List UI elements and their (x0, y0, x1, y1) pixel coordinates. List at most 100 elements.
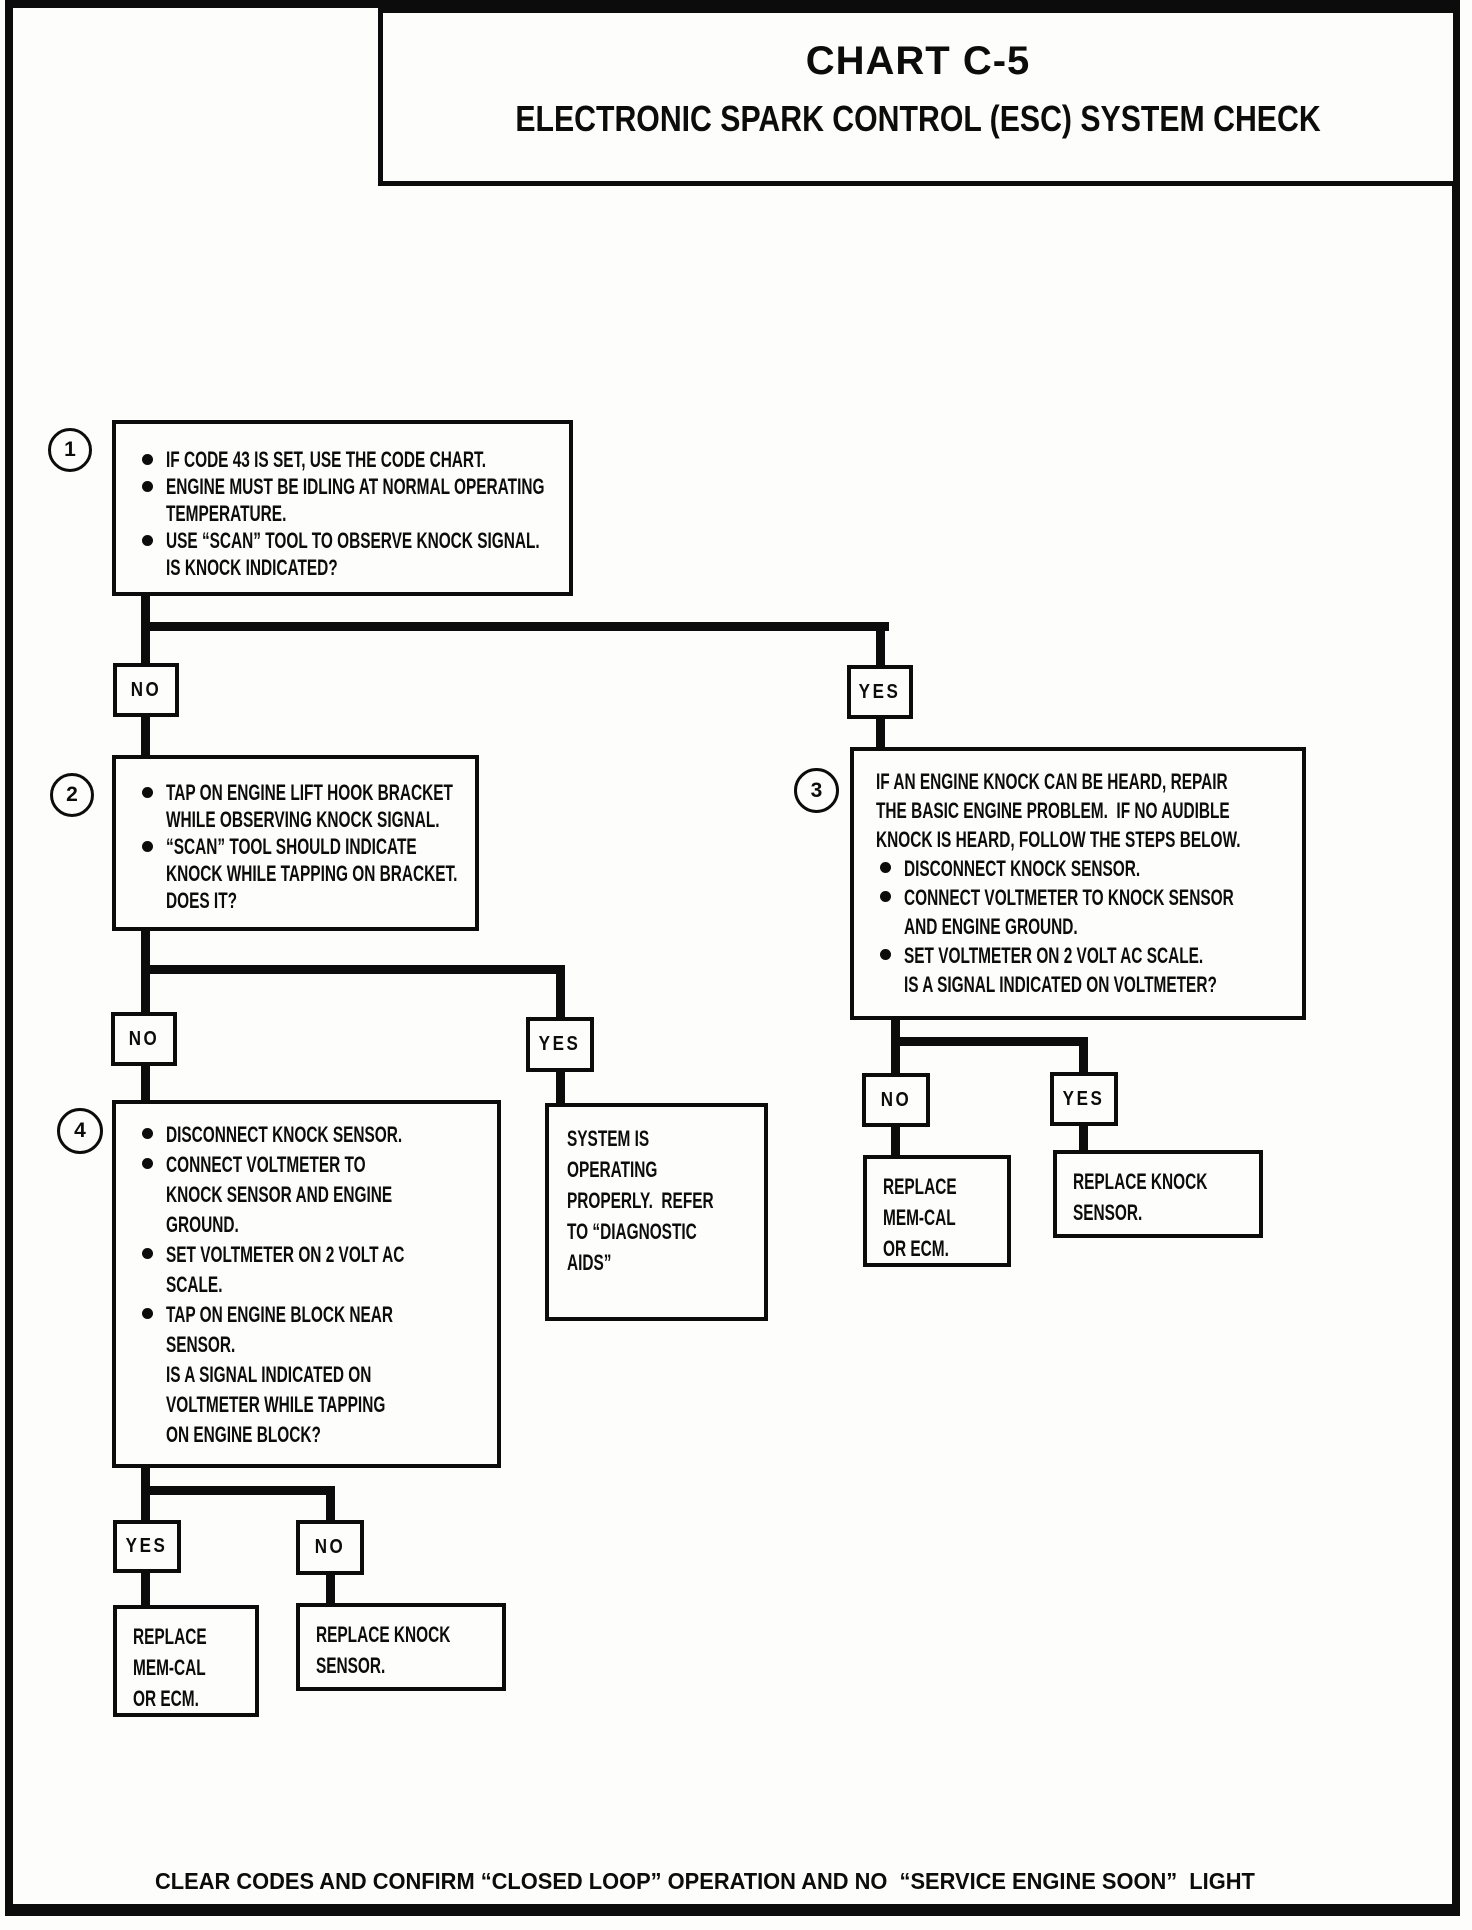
text-line: MEM-CAL (883, 1205, 956, 1230)
page-border (5, 0, 1460, 1916)
text-line: OR ECM. (883, 1236, 949, 1261)
text-line: REPLACE (883, 1174, 957, 1199)
bullet-line: SENSOR. (166, 1332, 236, 1357)
decision-yes-3: YES (1050, 1072, 1118, 1126)
bullet-icon (880, 891, 891, 902)
system-ok-box: SYSTEM IS OPERATING PROPERLY. REFER TO “… (545, 1103, 768, 1321)
step-2-box: TAP ON ENGINE LIFT HOOK BRACKET WHILE OB… (112, 755, 479, 931)
bullet-line: IF CODE 43 IS SET, USE THE CODE CHART. (166, 447, 487, 472)
step-3-number: 3 (810, 778, 823, 802)
connector-no1-to-step2 (141, 717, 150, 755)
replace-knock-sensor-box-right: REPLACE KNOCK SENSOR. (1053, 1150, 1263, 1238)
bullet-line: DOES IT? (166, 888, 238, 913)
bullet-line: AND ENGINE GROUND. (904, 914, 1078, 939)
text-line: REPLACE (133, 1624, 207, 1649)
connector-step4-branch (141, 1486, 335, 1495)
chart-subtitle: ELECTRONIC SPARK CONTROL (ESC) SYSTEM CH… (515, 98, 1321, 139)
text-line: TO “DIAGNOSTIC (567, 1219, 697, 1244)
bullet-line: GROUND. (166, 1212, 239, 1237)
connector-yes4-to-memcal (141, 1573, 150, 1605)
bullet-line: SCALE. (166, 1272, 223, 1297)
bullet-icon (142, 481, 153, 492)
text-line: IF AN ENGINE KNOCK CAN BE HEARD, REPAIR (876, 769, 1228, 794)
bullet-line: WHILE OBSERVING KNOCK SIGNAL. (166, 807, 440, 832)
step-4-box: DISCONNECT KNOCK SENSOR. CONNECT VOLTMET… (112, 1100, 501, 1468)
connector-yes2-to-systemok (556, 1072, 565, 1103)
bullet-line: IS A SIGNAL INDICATED ON VOLTMETER? (904, 972, 1217, 997)
step-3-box: IF AN ENGINE KNOCK CAN BE HEARD, REPAIR … (850, 747, 1306, 1020)
step-1-number: 1 (64, 438, 76, 461)
decision-no-1: NO (113, 663, 179, 717)
bullet-line: DISCONNECT KNOCK SENSOR. (166, 1122, 403, 1147)
bullet-icon (142, 1158, 153, 1169)
connector-step3-yes-down (1079, 1037, 1088, 1072)
step-1-number-badge: 1 (48, 428, 92, 472)
connector-yes1-to-step3 (876, 719, 885, 747)
decision-yes-4: YES (113, 1520, 181, 1573)
connector-no2-to-step4 (141, 1066, 150, 1100)
step-2-number-badge: 2 (50, 773, 94, 817)
bullet-icon (142, 1248, 153, 1259)
bullet-line: TAP ON ENGINE LIFT HOOK BRACKET (166, 780, 453, 805)
text-line: REPLACE KNOCK (1073, 1169, 1208, 1194)
bullet-line: CONNECT VOLTMETER TO KNOCK SENSOR (904, 885, 1234, 910)
text-line: SYSTEM IS (567, 1126, 650, 1151)
connector-yes3-to-knock (1079, 1126, 1088, 1152)
bullet-line: “SCAN” TOOL SHOULD INDICATE (166, 834, 417, 859)
bullet-icon (880, 862, 891, 873)
text-line: OPERATING (567, 1157, 658, 1182)
step-4-number-badge: 4 (57, 1108, 103, 1154)
decision-no-3: NO (862, 1073, 930, 1127)
bullet-line: KNOCK WHILE TAPPING ON BRACKET. (166, 861, 458, 886)
bullet-icon (880, 949, 891, 960)
connector-step2-branch (141, 965, 565, 974)
chart-title-box: CHART C-5 ELECTRONIC SPARK CONTROL (ESC)… (378, 8, 1458, 186)
bullet-line: SET VOLTMETER ON 2 VOLT AC SCALE. (904, 943, 1204, 968)
bullet-icon (142, 1308, 153, 1319)
bullet-icon (142, 1128, 153, 1139)
bullet-icon (142, 787, 153, 798)
bullet-line: ENGINE MUST BE IDLING AT NORMAL OPERATIN… (166, 474, 545, 499)
bullet-line: USE “SCAN” TOOL TO OBSERVE KNOCK SIGNAL. (166, 528, 540, 553)
bullet-line: SET VOLTMETER ON 2 VOLT AC (166, 1242, 405, 1267)
bullet-line: CONNECT VOLTMETER TO (166, 1152, 366, 1177)
replace-knock-sensor-box-bottom: REPLACE KNOCK SENSOR. (296, 1603, 506, 1691)
bullet-line: VOLTMETER WHILE TAPPING (166, 1392, 386, 1417)
connector-no4-to-knock (326, 1575, 335, 1603)
decision-yes-1: YES (847, 665, 913, 719)
replace-memcal-box-right: REPLACE MEM-CAL OR ECM. (863, 1155, 1011, 1267)
decision-yes-2: YES (526, 1017, 594, 1072)
connector-step4-no-down (326, 1486, 335, 1520)
bullet-line: TAP ON ENGINE BLOCK NEAR (166, 1302, 394, 1327)
connector-step2-yes-down (556, 965, 565, 1017)
text-line: KNOCK IS HEARD, FOLLOW THE STEPS BELOW. (876, 827, 1241, 852)
connector-step1-yes-down (876, 622, 885, 667)
connector-step3-branch (891, 1037, 1085, 1046)
bullet-line: IS KNOCK INDICATED? (166, 555, 338, 580)
text-line: PROPERLY. REFER (567, 1188, 714, 1213)
step-1-box: IF CODE 43 IS SET, USE THE CODE CHART. E… (112, 420, 573, 596)
text-line: AIDS” (567, 1250, 612, 1275)
decision-no-4: NO (296, 1520, 364, 1575)
connector-step3-down (891, 1020, 900, 1073)
text-line: REPLACE KNOCK (316, 1622, 451, 1647)
footer-note: CLEAR CODES AND CONFIRM “CLOSED LOOP” OP… (155, 1868, 1255, 1894)
connector-no3-to-memcal (891, 1127, 900, 1155)
bullet-icon (142, 454, 153, 465)
step-3-number-badge: 3 (794, 768, 839, 813)
connector-step1-branch (141, 622, 889, 631)
bullet-line: TEMPERATURE. (166, 501, 287, 526)
bullet-line: ON ENGINE BLOCK? (166, 1422, 321, 1447)
step-4-number: 4 (74, 1119, 86, 1142)
text-line: SENSOR. (1073, 1200, 1143, 1225)
text-line: THE BASIC ENGINE PROBLEM. IF NO AUDIBLE (876, 798, 1230, 823)
step-2-number: 2 (66, 783, 78, 806)
bullet-line: IS A SIGNAL INDICATED ON (166, 1362, 372, 1387)
bullet-line: DISCONNECT KNOCK SENSOR. (904, 856, 1141, 881)
bullet-icon (142, 841, 153, 852)
decision-no-2: NO (111, 1012, 177, 1066)
replace-memcal-box-bottom: REPLACE MEM-CAL OR ECM. (113, 1605, 259, 1717)
bullet-icon (142, 535, 153, 546)
text-line: OR ECM. (133, 1686, 199, 1711)
